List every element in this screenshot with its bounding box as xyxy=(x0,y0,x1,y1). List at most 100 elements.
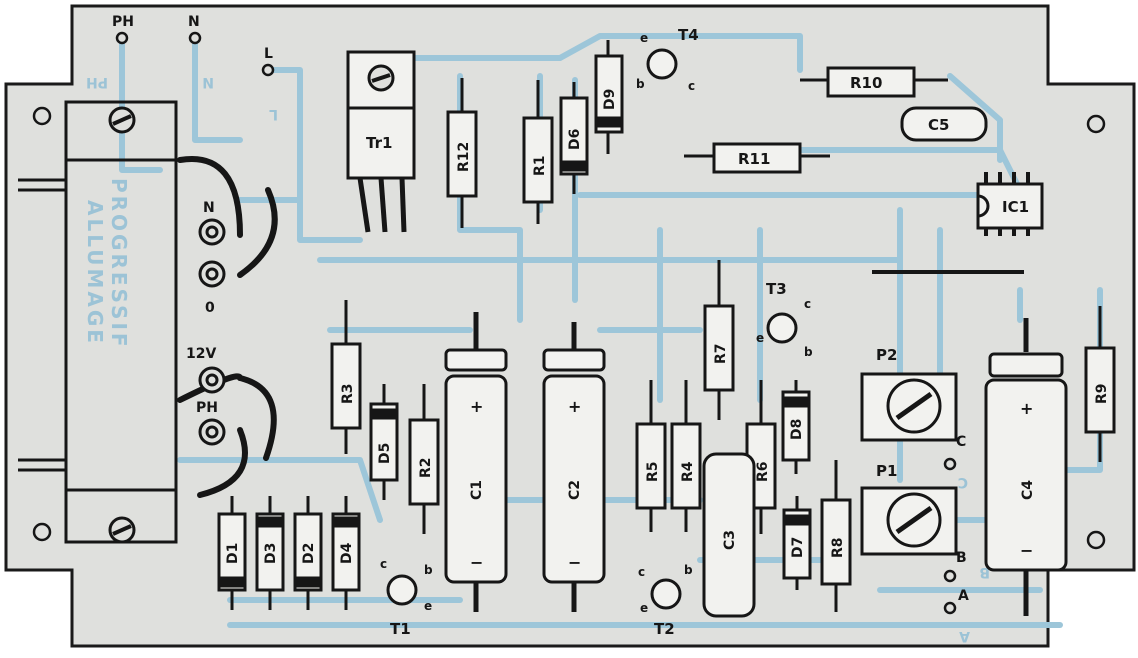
board-outline xyxy=(4,4,1136,648)
resistors-horizontal xyxy=(684,66,948,174)
mirror-text-b: B xyxy=(979,564,990,580)
t4-pin-b: b xyxy=(636,77,645,91)
r11-body xyxy=(712,142,802,174)
d9-band xyxy=(594,116,624,128)
t4-pin-e: e xyxy=(640,31,648,45)
d2-label: D2 xyxy=(301,543,317,564)
p1-label: P1 xyxy=(876,462,897,480)
d8-band xyxy=(781,396,811,408)
t4-body xyxy=(646,48,678,80)
pad-ph-top xyxy=(115,31,129,45)
d9-label: D9 xyxy=(602,89,618,110)
c2-label: C2 xyxy=(567,480,583,500)
ic1-notch xyxy=(977,194,990,218)
r4-label: R4 xyxy=(680,461,696,482)
c5-label: C5 xyxy=(928,116,949,134)
c5-body xyxy=(900,106,988,142)
pad-n-top xyxy=(188,31,202,45)
label-l-top: L xyxy=(264,46,273,62)
label-ph-side: PH xyxy=(196,400,218,416)
t2-pin-b: b xyxy=(684,563,693,577)
c2-minus: − xyxy=(568,553,581,572)
tr1-body xyxy=(346,106,416,180)
r12-label: R12 xyxy=(456,142,472,172)
c1-minus: − xyxy=(470,553,483,572)
diodes xyxy=(217,40,812,610)
t3-pin-e: e xyxy=(756,331,764,345)
t4-label: T4 xyxy=(678,26,699,44)
mirror-text-c: C xyxy=(958,474,968,490)
r12-body xyxy=(446,110,478,198)
ic1-label: IC1 xyxy=(1002,198,1029,216)
d1-band xyxy=(217,576,247,588)
c3-label: C3 xyxy=(722,530,738,550)
d3-band xyxy=(255,516,285,528)
terminal-zero-inner xyxy=(205,267,219,281)
c4-label: C4 xyxy=(1020,480,1036,500)
pad-l-top xyxy=(261,63,275,77)
label-zero-side: 0 xyxy=(205,300,215,316)
terminal-labels: PH N L N 0 12V PH C B A xyxy=(112,14,969,604)
label-ph-top: PH xyxy=(112,14,134,30)
t1-body xyxy=(386,574,418,606)
tr1-leg xyxy=(378,177,388,233)
r5-label: R5 xyxy=(645,461,661,482)
c1-plus: + xyxy=(470,397,483,416)
r11-label: R11 xyxy=(738,150,770,168)
c1-body xyxy=(444,374,508,584)
label-c: C xyxy=(956,434,966,450)
d5-label: D5 xyxy=(377,443,393,464)
r10-body xyxy=(826,66,916,98)
d7-band xyxy=(782,514,812,526)
r3-label: R3 xyxy=(340,383,356,404)
resistors-vertical xyxy=(330,78,1116,612)
pad-c xyxy=(943,457,957,471)
pad-b xyxy=(943,569,957,583)
t2-body xyxy=(650,578,682,610)
t1-pin-c: c xyxy=(380,557,387,571)
r2-body xyxy=(408,418,440,506)
r1-body xyxy=(522,116,554,204)
r5-body xyxy=(635,422,667,510)
mirror-text: ALLUMAGE PROGRESSIF PH N L C B A xyxy=(83,74,990,644)
mirror-text-l: L xyxy=(269,106,278,122)
tr1-label: Tr1 xyxy=(366,134,392,152)
c2-plus: + xyxy=(568,397,581,416)
label-n-side: N xyxy=(203,200,215,216)
d1-label: D1 xyxy=(225,543,241,564)
t1-pin-b: b xyxy=(424,563,433,577)
r9-body xyxy=(1084,346,1116,434)
mounting-hole xyxy=(1086,530,1106,550)
component-labels-vertical: R12 R1 D6 D9 R3 D5 R2 C1 C2 R7 R5 R4 R6 … xyxy=(225,89,1110,564)
label-12v: 12V xyxy=(186,346,216,362)
mirror-text-line1: ALLUMAGE xyxy=(83,200,107,346)
terminal-ph-side-inner xyxy=(205,425,219,439)
d7-label: D7 xyxy=(790,537,806,558)
top-pads xyxy=(115,31,957,615)
r7-body xyxy=(703,304,735,392)
tr1-leg xyxy=(399,177,407,233)
d8-label: D8 xyxy=(789,419,805,440)
t2-pin-c: c xyxy=(638,565,645,579)
t3-body xyxy=(766,312,798,344)
label-n-top: N xyxy=(188,14,200,30)
r9-label: R9 xyxy=(1094,383,1110,404)
t2-pin-e: e xyxy=(640,601,648,615)
t3-pin-c: c xyxy=(804,297,811,311)
t4-pin-c: c xyxy=(688,79,695,93)
c2-cap xyxy=(542,348,606,372)
electrolytic-capacitors xyxy=(444,312,1068,618)
c1-label: C1 xyxy=(469,480,485,500)
transformer-module xyxy=(18,100,178,544)
c4-plus: + xyxy=(1020,399,1033,418)
d2-band xyxy=(293,576,323,588)
r1-label: R1 xyxy=(532,155,548,176)
transistors xyxy=(386,48,798,610)
d6-band xyxy=(559,160,589,172)
c4-cap xyxy=(988,352,1064,378)
ic1-chip xyxy=(976,172,1044,236)
side-terminals xyxy=(198,218,226,446)
c4-body xyxy=(984,378,1068,572)
